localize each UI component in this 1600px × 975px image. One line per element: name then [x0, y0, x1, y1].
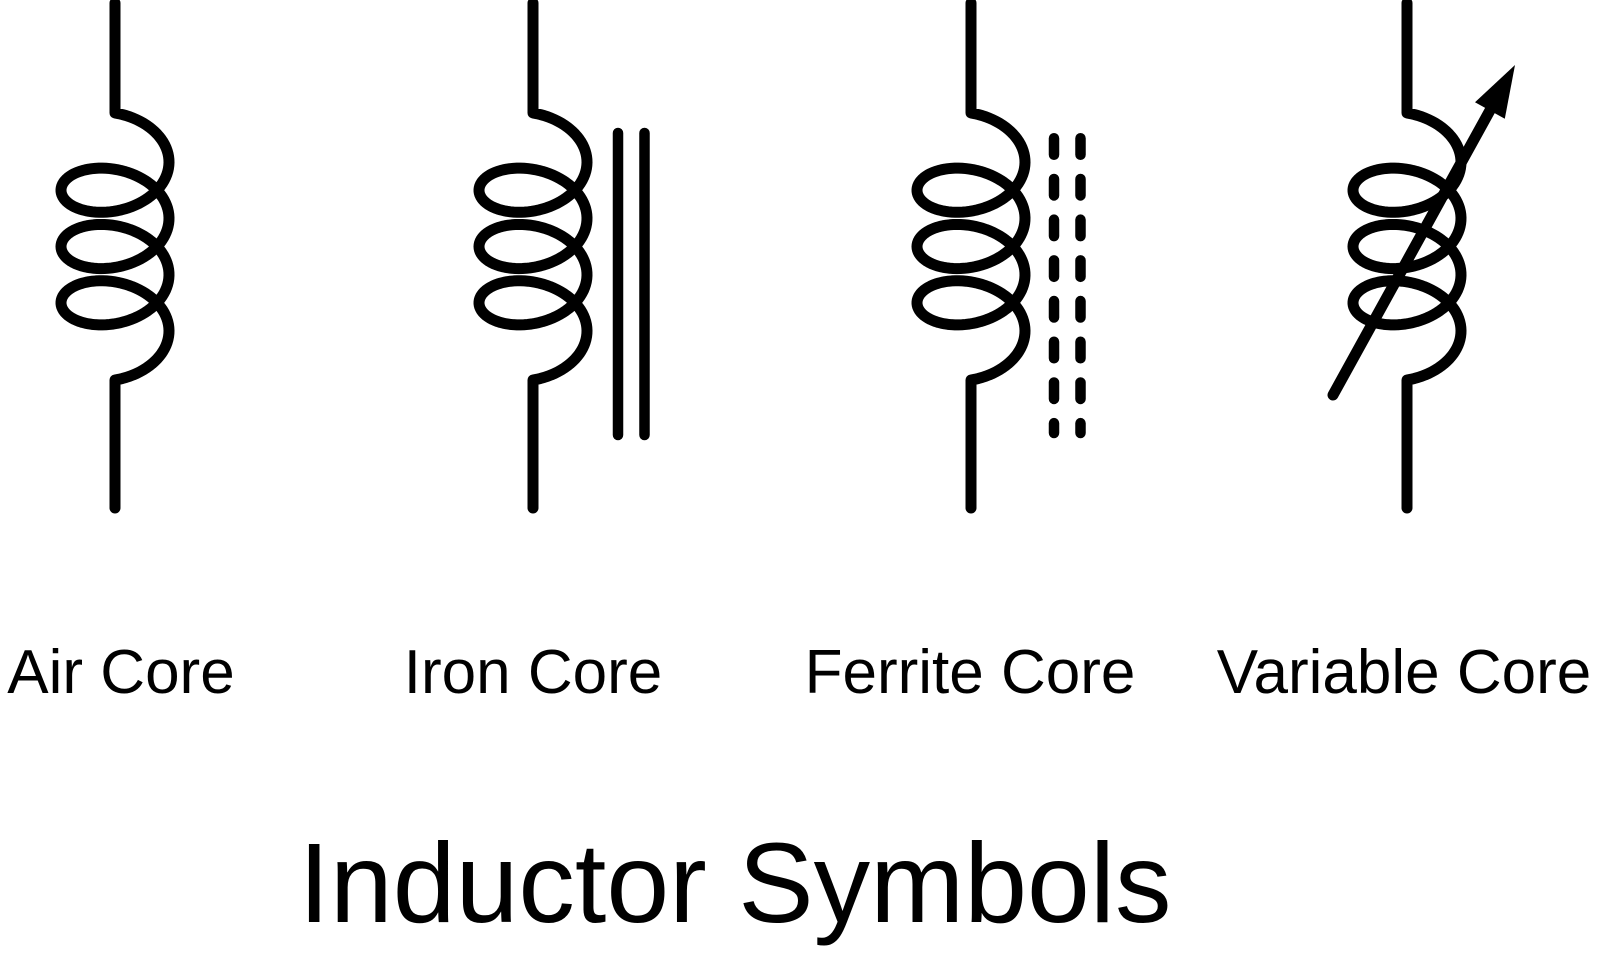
iron-core-inductor-symbol — [363, 0, 703, 520]
variable-core-label: Variable Core — [1216, 638, 1592, 707]
variable-core-inductor-icon — [1327, 0, 1515, 514]
air-core-inductor-icon — [55, 0, 175, 514]
diagram-title: Inductor Symbols — [298, 820, 1172, 946]
ferrite-core-label: Ferrite Core — [804, 638, 1136, 707]
ferrite-core-inductor-icon — [911, 0, 1086, 514]
ferrite-core-inductor-symbol — [801, 0, 1141, 520]
iron-core-label: Iron Core — [403, 638, 663, 707]
iron-core-inductor-icon — [473, 0, 650, 514]
variable-core-inductor-symbol — [1237, 0, 1577, 520]
air-core-label: Air Core — [7, 638, 235, 707]
air-core-inductor-symbol — [0, 0, 285, 520]
